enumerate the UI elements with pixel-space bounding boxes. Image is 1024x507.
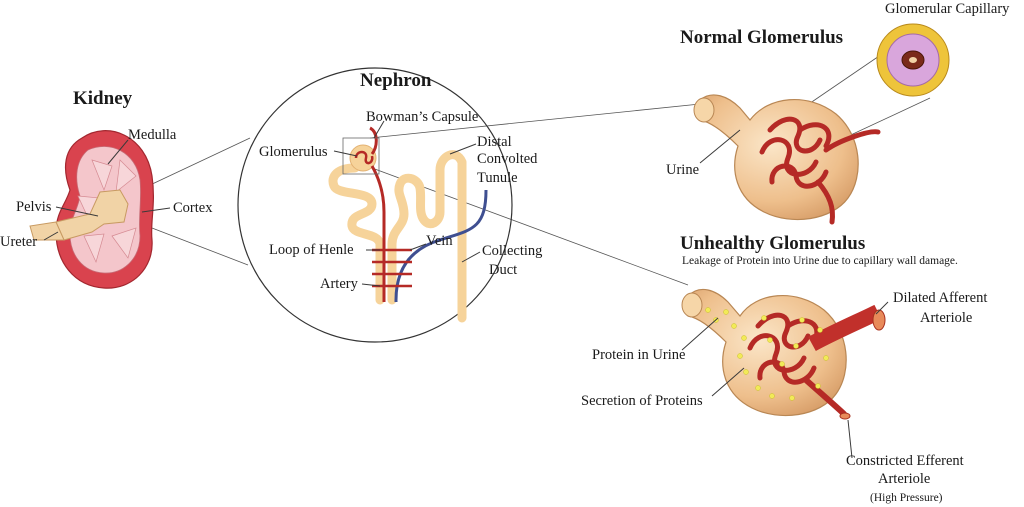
- bowmans-capsule-label: Bowman’s Capsule: [366, 109, 478, 125]
- renal-pyramids: [77, 159, 137, 264]
- nephron-artery: [369, 126, 386, 302]
- constricted-efferent-label-3: (High Pressure): [870, 492, 943, 504]
- afferent-opening: [872, 309, 886, 331]
- capillary-cross-section: [876, 23, 950, 97]
- urine-label: Urine: [666, 162, 699, 178]
- nephron-to-normal-line: [369, 103, 701, 139]
- unhealthy-caption: Leakage of Protein into Urine due to cap…: [682, 255, 958, 267]
- normal-bowmans-capsule: [699, 94, 859, 221]
- distal-label-3: Tunule: [477, 170, 518, 186]
- kidney-to-nephron-line-bottom: [151, 227, 249, 266]
- pelvis-label: Pelvis: [16, 199, 52, 215]
- nephron-glomerulus-knot: [354, 150, 374, 165]
- vein-leader: [409, 243, 427, 251]
- kidney-title: Kidney: [73, 88, 133, 109]
- nephron-to-unhealthy-line: [371, 167, 689, 286]
- unhealthy-urinary-pole: [681, 292, 703, 318]
- collecting-leader: [461, 251, 481, 263]
- constricted-leader: [847, 419, 853, 459]
- ureter-shape: [29, 221, 65, 241]
- normal-urinary-pole: [693, 97, 715, 123]
- dilated-afferent-label-2: Arteriole: [920, 310, 972, 326]
- loop-of-henle-label: Loop of Henle: [269, 242, 354, 258]
- secretion-of-proteins-label: Secretion of Proteins: [581, 393, 703, 409]
- capillary-zoom-line-top: [799, 51, 886, 111]
- constricted-efferent-label-1: Constricted Efferent: [846, 453, 964, 469]
- normal-glomerulus-illustration: [693, 94, 881, 225]
- distal-label-1: Distal: [477, 134, 512, 150]
- nephron-title: Nephron: [360, 70, 432, 91]
- constricted-efferent-arteriole: [803, 377, 847, 417]
- distal-label-2: Convolted: [477, 151, 538, 167]
- connector-lines: [147, 51, 931, 286]
- bowmans-leader: [373, 120, 385, 139]
- nephron-tubule: [328, 150, 467, 323]
- nephron-bowmans-capsule: [349, 144, 377, 172]
- constricted-efferent-label-2: Arteriole: [878, 471, 930, 487]
- unhealthy-glomerulus-title: Unhealthy Glomerulus: [680, 233, 865, 254]
- unhealthy-glomerulus-illustration: [681, 288, 886, 420]
- vein-label: Vein: [426, 233, 453, 249]
- protein-in-urine-label: Protein in Urine: [592, 347, 685, 363]
- secretion-leader: [711, 367, 745, 397]
- pelvis-leader: [55, 206, 99, 217]
- capillary-zoom-line-bottom: [839, 97, 931, 141]
- medulla-label: Medulla: [128, 127, 177, 143]
- urine-leader: [699, 129, 741, 164]
- kidney-to-nephron-line-top: [147, 137, 251, 187]
- artery-leader: [361, 283, 381, 287]
- glomerulus-leader: [333, 150, 358, 157]
- normal-glomerulus-title: Normal Glomerulus: [680, 27, 843, 48]
- collecting-duct-label-1: Collecting: [482, 243, 542, 259]
- medulla-leader: [107, 139, 129, 165]
- nephron-zoom-box: [342, 137, 380, 175]
- cortex-leader: [141, 207, 171, 213]
- dilated-afferent-label-1: Dilated Afferent: [893, 290, 987, 306]
- efferent-opening: [839, 412, 851, 420]
- protein-urine-leader: [681, 317, 719, 351]
- nephron-zoom-circle: [237, 67, 513, 343]
- cortex-label: Cortex: [173, 200, 213, 216]
- glomerular-capillary-label: Glomerular Capillary: [885, 1, 1010, 17]
- dilated-afferent-arteriole: [808, 304, 882, 352]
- ureter-label: Ureter: [0, 234, 37, 250]
- glomerulus-label: Glomerulus: [259, 144, 328, 160]
- artery-label: Artery: [320, 276, 359, 292]
- normal-capillary-tuft: [759, 116, 881, 225]
- distal-leader: [449, 143, 477, 155]
- nephron-vein: [394, 189, 488, 302]
- collecting-duct-label-2: Duct: [489, 262, 517, 278]
- capillary-core: [909, 57, 917, 63]
- ureter-leader: [43, 231, 59, 241]
- dilated-leader: [875, 301, 889, 315]
- leaked-proteins: [705, 307, 829, 401]
